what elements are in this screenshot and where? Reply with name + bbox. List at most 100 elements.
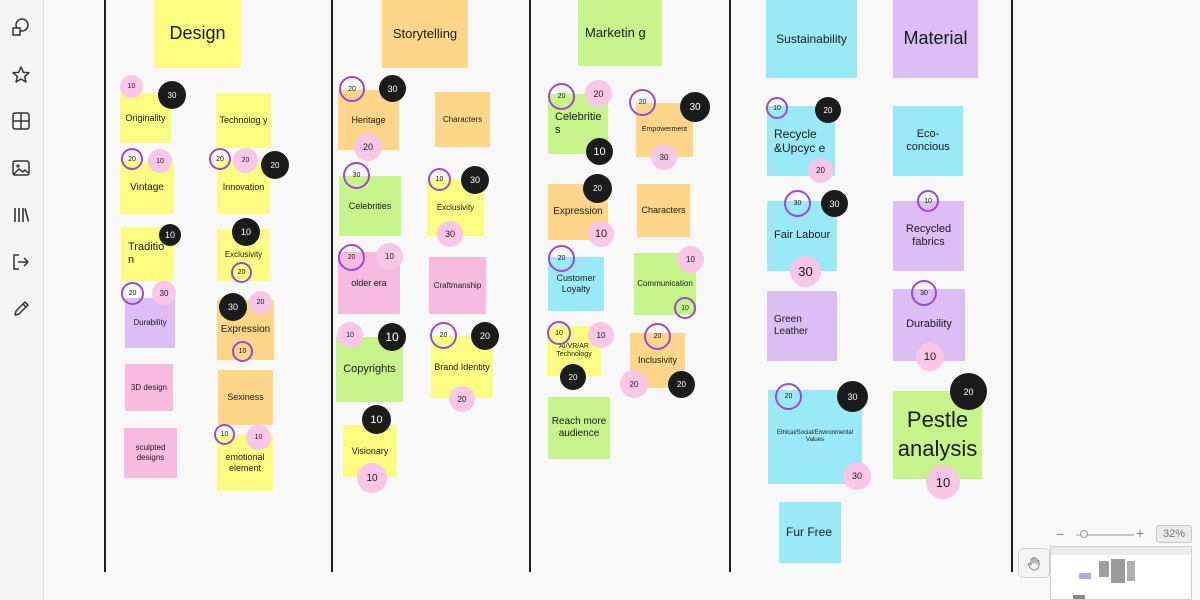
- sticky-note[interactable]: Fur Free: [779, 502, 841, 563]
- zoom-slider-handle[interactable]: [1080, 530, 1088, 538]
- vote-badge[interactable]: 10: [677, 246, 704, 273]
- sticky-note[interactable]: Characters: [637, 184, 690, 237]
- vote-badge[interactable]: 30: [680, 92, 710, 122]
- sticky-note[interactable]: Sexiness: [218, 370, 273, 425]
- vote-badge[interactable]: 10: [120, 75, 143, 98]
- vote-badge[interactable]: 20: [233, 148, 258, 173]
- frame-grid-icon[interactable]: [8, 108, 34, 134]
- vote-badge[interactable]: 20: [121, 148, 143, 170]
- zoom-in-button[interactable]: +: [1136, 525, 1145, 541]
- vote-badge[interactable]: 20: [354, 133, 382, 161]
- vote-badge[interactable]: 20: [548, 245, 575, 272]
- zoom-slider[interactable]: [1076, 530, 1134, 538]
- minimap[interactable]: [1050, 546, 1192, 600]
- vote-badge[interactable]: 20: [950, 373, 987, 410]
- column-title-design[interactable]: Design: [154, 0, 241, 68]
- column-title-material[interactable]: Material: [893, 0, 978, 78]
- vote-badge[interactable]: 10: [232, 341, 253, 362]
- vote-badge[interactable]: 10: [362, 405, 391, 434]
- vote-badge[interactable]: 20: [430, 322, 457, 349]
- vote-badge[interactable]: 10: [337, 322, 363, 348]
- vote-badge[interactable]: 10: [148, 149, 172, 173]
- vote-badge[interactable]: 30: [837, 381, 868, 412]
- vote-badge[interactable]: 10: [428, 168, 451, 191]
- vote-badge[interactable]: 10: [357, 463, 387, 493]
- sticky-note[interactable]: Reach more audience: [548, 397, 610, 459]
- vote-badge[interactable]: 20: [121, 282, 144, 305]
- zoom-out-button[interactable]: −: [1056, 526, 1065, 542]
- vote-badge[interactable]: 30: [152, 281, 176, 305]
- vote-badge[interactable]: 10: [588, 221, 614, 247]
- vote-badge[interactable]: 20: [231, 262, 252, 283]
- sticky-note[interactable]: Recycled fabrics: [893, 201, 964, 271]
- vote-badge[interactable]: 10: [586, 138, 613, 165]
- sticky-note[interactable]: sculpted designs: [124, 428, 177, 478]
- sticky-note[interactable]: Characters: [435, 92, 490, 147]
- vote-badge[interactable]: 30: [843, 462, 871, 490]
- minimap-viewport[interactable]: [1073, 595, 1085, 599]
- sticky-note[interactable]: Green Leather: [767, 291, 837, 361]
- vote-badge[interactable]: 10: [917, 190, 939, 212]
- vote-badge[interactable]: 20: [261, 151, 289, 179]
- vote-badge[interactable]: 10: [246, 425, 271, 450]
- library-icon[interactable]: [8, 202, 34, 228]
- zoom-level[interactable]: 32%: [1156, 525, 1192, 543]
- vote-badge[interactable]: 10: [159, 224, 181, 246]
- sticky-note[interactable]: Traditio n: [121, 227, 174, 281]
- sticky-note[interactable]: Eco- concious: [893, 106, 963, 176]
- vote-badge[interactable]: 30: [784, 190, 811, 217]
- vote-badge[interactable]: 20: [775, 383, 802, 410]
- vote-badge[interactable]: 30: [219, 293, 247, 321]
- vote-badge[interactable]: 20: [338, 244, 365, 271]
- column-title-storytelling[interactable]: Storytelling: [382, 0, 468, 68]
- vote-badge[interactable]: 30: [790, 256, 821, 287]
- shapes-icon[interactable]: [8, 14, 34, 40]
- vote-badge[interactable]: 20: [620, 370, 648, 398]
- image-icon[interactable]: [8, 155, 34, 181]
- vote-badge[interactable]: 20: [249, 291, 272, 314]
- vote-badge[interactable]: 30: [821, 190, 848, 217]
- vote-badge[interactable]: 30: [343, 162, 370, 189]
- vote-badge[interactable]: 20: [644, 323, 671, 350]
- vote-badge[interactable]: 10: [376, 243, 403, 270]
- hand-tool-button[interactable]: [1018, 548, 1050, 578]
- column-title-sustainability[interactable]: Sustainability: [766, 0, 857, 78]
- vote-badge[interactable]: 20: [209, 148, 231, 170]
- vote-badge[interactable]: 10: [916, 343, 944, 371]
- pen-icon[interactable]: [8, 296, 34, 322]
- vote-badge[interactable]: 20: [585, 80, 612, 107]
- vote-badge[interactable]: 20: [583, 174, 612, 203]
- sticky-note[interactable]: 3D design: [125, 364, 173, 411]
- vote-badge[interactable]: 10: [588, 322, 614, 348]
- export-icon[interactable]: [8, 249, 34, 275]
- sticky-note[interactable]: Craftmanship: [429, 257, 486, 314]
- column-title-marketing[interactable]: Marketin g: [578, 0, 662, 66]
- vote-badge[interactable]: 30: [461, 166, 489, 194]
- vote-badge[interactable]: 10: [378, 323, 406, 351]
- vote-badge[interactable]: 20: [668, 371, 695, 398]
- vote-badge[interactable]: 20: [815, 97, 841, 123]
- vote-badge[interactable]: 10: [547, 321, 571, 345]
- sticky-note[interactable]: Durability: [125, 298, 175, 348]
- vote-badge[interactable]: 30: [911, 280, 937, 306]
- vote-badge[interactable]: 30: [651, 144, 677, 170]
- vote-badge[interactable]: 30: [158, 81, 186, 109]
- vote-badge[interactable]: 10: [766, 97, 788, 119]
- vote-badge[interactable]: 10: [232, 218, 260, 246]
- star-icon[interactable]: [8, 62, 34, 88]
- vote-badge[interactable]: 20: [548, 83, 575, 110]
- vote-badge[interactable]: 30: [437, 221, 463, 247]
- vote-badge[interactable]: 20: [808, 158, 833, 183]
- minimap-header-bar: [1051, 547, 1191, 555]
- vote-badge[interactable]: 10: [674, 297, 696, 319]
- vote-badge[interactable]: 20: [471, 322, 499, 350]
- vote-badge[interactable]: 10: [926, 465, 960, 499]
- sticky-note[interactable]: Technolog y: [216, 93, 271, 148]
- vote-badge[interactable]: 20: [560, 364, 586, 390]
- vote-badge[interactable]: 20: [339, 76, 365, 102]
- minimap-content: [1111, 559, 1125, 583]
- vote-badge[interactable]: 20: [449, 386, 475, 412]
- vote-badge[interactable]: 30: [379, 75, 406, 102]
- vote-badge[interactable]: 10: [214, 424, 235, 445]
- vote-badge[interactable]: 20: [629, 89, 656, 116]
